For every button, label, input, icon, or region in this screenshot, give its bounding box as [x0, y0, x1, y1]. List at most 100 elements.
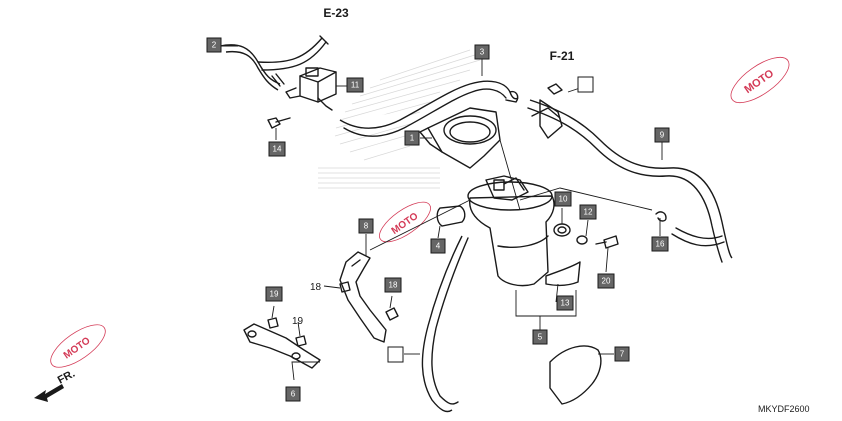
- callout-label: 18: [389, 281, 398, 290]
- callout-box: [579, 204, 597, 220]
- hose-3-end: [505, 90, 519, 103]
- moto-watermark-text: MOTO: [62, 335, 93, 361]
- callout-label: 19: [270, 290, 279, 299]
- empty-callout-hose[interactable]: [387, 346, 404, 363]
- bracket-6: [243, 323, 321, 369]
- leader-lines: [220, 45, 663, 381]
- callout-label: 3: [480, 48, 485, 57]
- cover-7: [549, 345, 602, 405]
- callout-8[interactable]: 8: [358, 218, 374, 234]
- callout-5[interactable]: 5: [532, 329, 548, 345]
- callout-20[interactable]: 20: [597, 273, 615, 289]
- honda-letters-watermark: [318, 167, 440, 189]
- callout-box: [358, 218, 374, 234]
- callout-16[interactable]: 16: [651, 236, 669, 252]
- plain-label-19[interactable]: 19: [292, 316, 304, 327]
- reference-f21[interactable]: F-21: [550, 49, 575, 63]
- front-label: FR.: [56, 368, 77, 387]
- hose-9: [529, 99, 733, 259]
- callout-12[interactable]: 12: [579, 204, 597, 220]
- bolt-19-a: [267, 317, 279, 329]
- hose-9-lower: [671, 227, 725, 247]
- bolt-18-b: [385, 307, 399, 321]
- hose-4-long-inner: [431, 237, 469, 405]
- callout-box: [614, 346, 630, 362]
- bracket-8: [339, 251, 387, 343]
- callout-box: [597, 273, 615, 289]
- grommet-10: [553, 223, 571, 237]
- callout-label: 4: [436, 242, 441, 251]
- arrow-icon: [34, 384, 64, 402]
- canister-shield-13: [545, 261, 581, 287]
- bolt-20: [595, 235, 619, 249]
- callout-14[interactable]: 14: [268, 141, 286, 157]
- hose-4-long: [421, 235, 463, 413]
- callout-18[interactable]: 18: [384, 277, 402, 293]
- callout-4[interactable]: 4: [430, 238, 446, 254]
- background-watermark: [318, 49, 481, 189]
- callout-11[interactable]: 11: [346, 77, 364, 93]
- callout-label: 6: [291, 390, 296, 399]
- hose-2-clamp: [271, 73, 285, 87]
- screw-14: [267, 117, 291, 129]
- bolt-19-b: [295, 335, 307, 347]
- callout-box: [556, 295, 574, 311]
- callout-box: [532, 329, 548, 345]
- callout-label: 16: [656, 240, 665, 249]
- callout-box: [265, 286, 283, 302]
- callout-label: 10: [559, 195, 568, 204]
- callout-box: [346, 77, 364, 93]
- hose-9-inner: [527, 107, 723, 263]
- diagram-code: MKYDF2600: [758, 404, 810, 414]
- bolt-18-a: [339, 281, 351, 293]
- hose-2: [219, 44, 281, 91]
- washer-12: [576, 235, 588, 245]
- callout-label: 12: [584, 208, 593, 217]
- callout-box: [654, 127, 670, 143]
- callout-2[interactable]: 2: [206, 37, 222, 53]
- callout-9[interactable]: 9: [654, 127, 670, 143]
- callout-box: [474, 44, 490, 60]
- callout-label: 7: [620, 350, 625, 359]
- moto-watermark-top-right: MOTO: [730, 56, 790, 104]
- callout-label: 20: [602, 277, 611, 286]
- callout-7[interactable]: 7: [614, 346, 630, 362]
- callout-label: 14: [273, 145, 282, 154]
- moto-watermark-center: MOTO: [379, 201, 431, 243]
- clip-16: [655, 211, 667, 222]
- fitting-connector: [531, 83, 563, 139]
- reference-e23[interactable]: E-23: [323, 6, 349, 20]
- callout-box: [554, 191, 572, 207]
- callout-6[interactable]: 6: [285, 386, 301, 402]
- callout-label: 2: [212, 41, 217, 50]
- callout-3[interactable]: 3: [474, 44, 490, 60]
- hose-2-end: [319, 35, 329, 45]
- evap-canister: [467, 175, 555, 287]
- empty-callout-f21[interactable]: [577, 76, 594, 93]
- hose-4: [436, 205, 466, 227]
- callout-label: 8: [364, 222, 369, 231]
- plain-label-18[interactable]: 18: [310, 282, 322, 293]
- callout-box: [430, 238, 446, 254]
- callout-box: [384, 277, 402, 293]
- hose-3-inner: [343, 88, 507, 137]
- callout-13[interactable]: 13: [556, 295, 574, 311]
- callout-box: [404, 130, 420, 146]
- solenoid-valve-11: [285, 67, 337, 111]
- callout-box: [206, 37, 222, 53]
- callout-box: [651, 236, 669, 252]
- moto-watermark-bottom-left: MOTO: [50, 324, 106, 368]
- hose-3: [339, 80, 519, 129]
- callout-label: 1: [410, 134, 415, 143]
- callout-label: 13: [561, 299, 570, 308]
- callout-label: 9: [660, 131, 665, 140]
- callout-box: [285, 386, 301, 402]
- callout-19[interactable]: 19: [265, 286, 283, 302]
- callout-label: 11: [351, 81, 360, 90]
- callout-1[interactable]: 1: [404, 130, 420, 146]
- callout-10[interactable]: 10: [554, 191, 572, 207]
- hose-2-upper: [257, 37, 327, 71]
- callout-label: 5: [538, 333, 543, 342]
- front-direction-arrow: FR.: [34, 368, 77, 402]
